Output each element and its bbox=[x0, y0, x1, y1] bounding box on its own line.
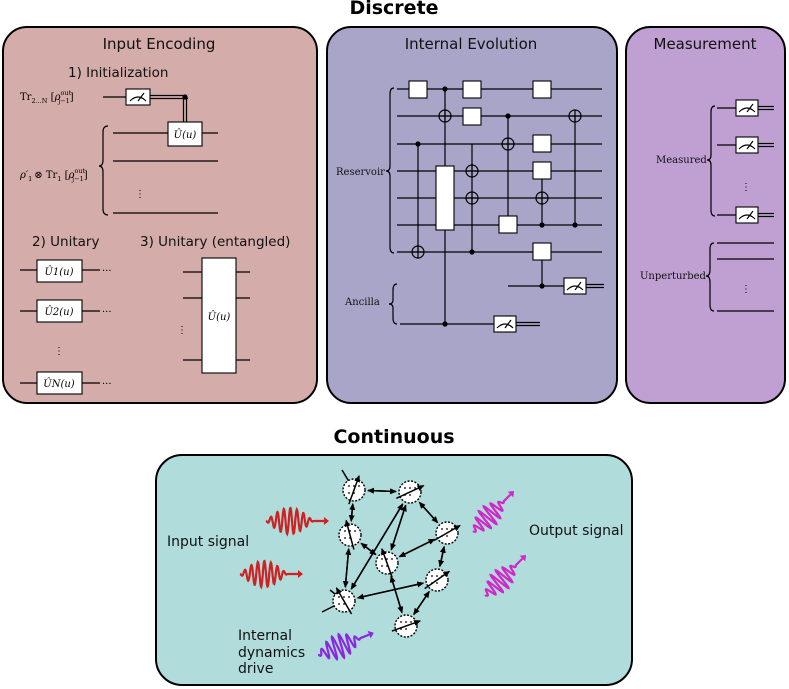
wave-arrowhead bbox=[519, 554, 527, 562]
input-signal-label: Input signal bbox=[167, 534, 249, 550]
internal-evolution-circuit: Reservoir Ancilla bbox=[336, 80, 604, 333]
spin-icon bbox=[433, 521, 461, 545]
continuous-diagram: Input signal Output signal Internal dyna… bbox=[167, 469, 624, 677]
svg-text:⋮: ⋮ bbox=[741, 284, 751, 295]
svg-text:⋮: ⋮ bbox=[177, 325, 187, 336]
coupling-arrow bbox=[367, 487, 397, 494]
svg-text:···: ··· bbox=[102, 266, 112, 277]
drive-label-line1: Internal bbox=[238, 628, 292, 644]
measurement-title: Measurement bbox=[654, 35, 757, 53]
svg-text:⋮: ⋮ bbox=[54, 346, 64, 357]
vdots: ⋮ bbox=[135, 189, 145, 200]
spin-icon bbox=[391, 614, 422, 638]
spin-icon bbox=[332, 587, 356, 615]
output-signal-label: Output signal bbox=[529, 523, 624, 539]
input-wave-1 bbox=[265, 506, 324, 537]
u-gate-label: Û(u) bbox=[174, 129, 197, 141]
unitary-gates: Û1(u) ··· Û2(u) ··· ⋮ ÛN(u) ··· bbox=[20, 259, 112, 395]
svg-text:⋮: ⋮ bbox=[741, 182, 751, 193]
output-wave-2 bbox=[484, 557, 524, 597]
svg-text:···: ··· bbox=[102, 307, 112, 318]
wave-arrowhead bbox=[367, 630, 374, 639]
coupling-arrow bbox=[418, 501, 439, 524]
measurement-diagram: Measured ⋮ Unperturbed ⋮ bbox=[640, 99, 774, 312]
drive-wave bbox=[318, 632, 370, 662]
svg-text:Û2(u): Û2(u) bbox=[44, 306, 73, 318]
internal-evolution-title: Internal Evolution bbox=[405, 35, 538, 53]
unitary-entangled-label: 3) Unitary (entangled) bbox=[140, 234, 290, 250]
measured-label: Measured bbox=[656, 155, 707, 166]
measurement-panel bbox=[625, 26, 786, 404]
continuous-title: Continuous bbox=[333, 426, 454, 448]
wave-arrowhead bbox=[324, 517, 329, 525]
coupling-arrow bbox=[357, 581, 425, 599]
drive-label-line2: dynamics bbox=[238, 645, 305, 661]
entangled-unitary: Û(u) ⋮ bbox=[177, 257, 250, 374]
spin-couplings bbox=[321, 469, 446, 616]
input-encoding-title: Input Encoding bbox=[103, 35, 216, 53]
svg-text:Û(u): Û(u) bbox=[208, 311, 231, 323]
wave-arrowhead bbox=[298, 570, 303, 578]
coupling-arrow bbox=[349, 502, 356, 522]
spin-icon bbox=[424, 568, 451, 592]
input-encoding-panel bbox=[2, 26, 318, 404]
svg-text:···: ··· bbox=[102, 379, 112, 390]
output-wave-1 bbox=[472, 493, 512, 533]
coupling-arrow bbox=[399, 538, 436, 558]
coupling-arrow bbox=[390, 504, 407, 550]
unitary-label: 2) Unitary bbox=[32, 234, 99, 250]
drive-label-line3: drive bbox=[238, 661, 273, 677]
ancilla-label: Ancilla bbox=[344, 297, 380, 308]
wave-arrowhead bbox=[507, 490, 515, 498]
coupling-arrow bbox=[389, 575, 403, 613]
svg-text:ÛN(u): ÛN(u) bbox=[43, 378, 75, 390]
spin-icon bbox=[396, 480, 425, 504]
spin-network bbox=[332, 474, 461, 638]
input-wave-2 bbox=[239, 559, 298, 590]
u-gate bbox=[167, 121, 203, 147]
coupling-arrow bbox=[413, 590, 430, 615]
coupling-arrow bbox=[344, 547, 352, 588]
unperturbed-label: Unperturbed bbox=[640, 271, 707, 282]
spin-icon bbox=[342, 474, 366, 505]
coupling-arrow bbox=[350, 503, 404, 590]
discrete-title: Discrete bbox=[349, 0, 438, 19]
coupling-arrow bbox=[360, 542, 377, 556]
spin-icon bbox=[375, 547, 399, 578]
svg-text:Û1(u): Û1(u) bbox=[44, 266, 73, 278]
coupling-arrow bbox=[438, 546, 445, 568]
spin-icon bbox=[338, 519, 362, 550]
reservoir-label: Reservoir bbox=[336, 167, 385, 178]
initialization-label: 1) Initialization bbox=[68, 65, 168, 81]
